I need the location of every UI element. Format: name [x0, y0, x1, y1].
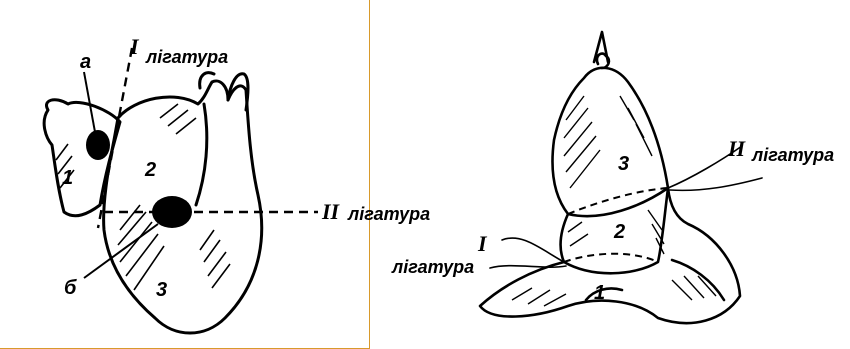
ligature-1-text: лігатура [146, 48, 228, 66]
section-1-outline [480, 188, 740, 323]
section-3-outline [553, 68, 668, 216]
apex-loop [594, 32, 609, 68]
right-ligature-1-numeral: I [478, 233, 487, 255]
num-2: 2 [145, 160, 156, 180]
hatching [56, 104, 230, 290]
constriction-2 [568, 188, 668, 214]
right-heart-drawing [372, 0, 850, 349]
label-a: a [80, 52, 91, 72]
right-heart-diagram: 3 2 1 II лігатура I лігатура [372, 0, 850, 349]
label-b: б [64, 278, 76, 298]
num-3: 3 [156, 280, 167, 300]
right-num-1: 1 [594, 283, 605, 303]
base-fold [586, 260, 724, 300]
constriction-1 [564, 254, 658, 262]
ligature-2-numeral: II [322, 201, 339, 223]
ligature-1-numeral: I [130, 36, 139, 58]
num-1: 1 [62, 168, 73, 188]
right-ligature-1-text: лігатура [392, 258, 474, 276]
right-ligature-2-text: лігатура [752, 146, 834, 164]
left-heart-diagram: a I лігатура 1 2 3 б [0, 0, 370, 349]
right-ligature-2-numeral: II [728, 138, 745, 160]
spot-a [86, 130, 110, 160]
auricle-outline [44, 100, 120, 216]
ligature-2-tie [668, 146, 762, 190]
septum-line [196, 104, 207, 205]
right-num-2: 2 [614, 222, 625, 242]
right-num-3: 3 [618, 154, 629, 174]
